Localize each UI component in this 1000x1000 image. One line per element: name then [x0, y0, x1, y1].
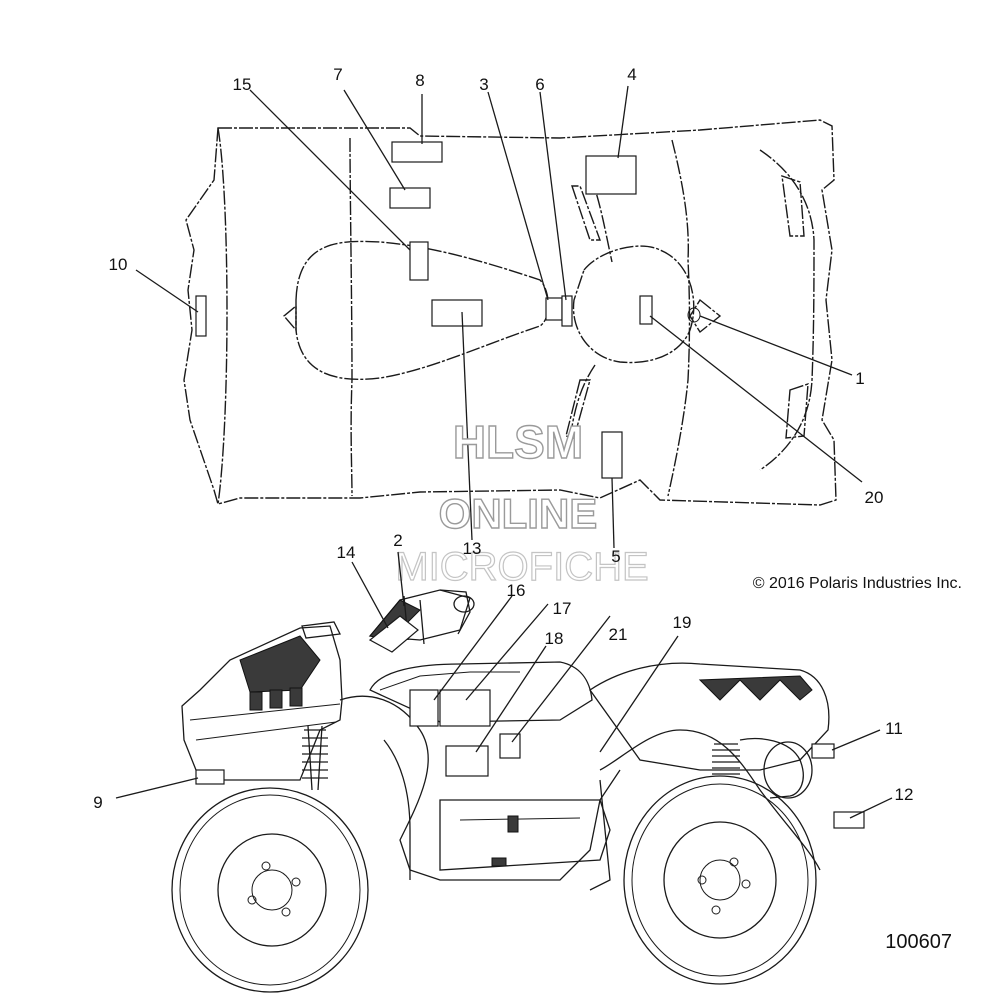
decal-6-outline — [561, 295, 573, 327]
callout-15: 15 — [233, 75, 252, 94]
watermark-line-2: ONLINE — [439, 490, 598, 537]
decal-10-outline — [195, 295, 207, 337]
callout-19: 19 — [673, 613, 692, 632]
rear-wheel — [171, 787, 369, 993]
atv-top-view — [183, 119, 837, 506]
front-wheel — [623, 775, 817, 985]
decal-12-outline — [833, 811, 865, 829]
callout-16: 16 — [507, 581, 526, 600]
callout-10: 10 — [109, 255, 128, 274]
decal-21-outline — [499, 733, 521, 759]
callout-18: 18 — [545, 629, 564, 648]
decal-16-outline — [409, 689, 439, 727]
callout-1: 1 — [855, 369, 864, 388]
decal-18-outline — [445, 745, 489, 777]
decal-9-outline — [195, 769, 225, 785]
callouts: 1 2 3 4 5 6 7 8 9 10 11 12 13 14 15 16 1… — [93, 65, 913, 812]
callout-12: 12 — [895, 785, 914, 804]
watermark: HLSM ONLINE MICROFICHE — [395, 415, 650, 589]
decal-4-outline — [585, 155, 637, 195]
decal-15-outline — [409, 241, 429, 281]
decal-3-outline — [545, 297, 563, 321]
decal-14-outline — [368, 615, 419, 653]
front-shock — [712, 743, 740, 775]
callout-3: 3 — [479, 75, 488, 94]
callout-14: 14 — [337, 543, 356, 562]
callout-5: 5 — [611, 547, 620, 566]
callout-7: 7 — [333, 65, 342, 84]
callout-2: 2 — [393, 531, 402, 550]
watermark-line-3: MICROFICHE — [395, 545, 648, 589]
callout-8: 8 — [415, 71, 424, 90]
callout-6: 6 — [535, 75, 544, 94]
copyright-notice: © 2016 Polaris Industries Inc. — [753, 575, 962, 592]
leader-lines-side — [115, 551, 893, 819]
decal-20-outline — [639, 295, 653, 325]
figure-number: 100607 — [885, 931, 952, 953]
decal-17-outline — [439, 689, 491, 727]
rear-shock — [302, 725, 328, 791]
callout-4: 4 — [627, 65, 636, 84]
callout-21: 21 — [609, 625, 628, 644]
decal-7-outline — [389, 187, 431, 209]
decal-13-outline — [431, 299, 483, 327]
atv-side-view — [171, 589, 865, 993]
callout-11: 11 — [885, 719, 903, 738]
callout-17: 17 — [553, 599, 572, 618]
callout-9: 9 — [93, 793, 102, 812]
callout-13: 13 — [463, 539, 482, 558]
callout-20: 20 — [865, 488, 884, 507]
decal-11-outline — [811, 743, 835, 759]
decal-5-outline — [601, 431, 623, 479]
leader-lines-top — [135, 85, 863, 549]
decal-8-outline — [391, 141, 443, 163]
watermark-line-1: HLSM — [453, 416, 583, 468]
